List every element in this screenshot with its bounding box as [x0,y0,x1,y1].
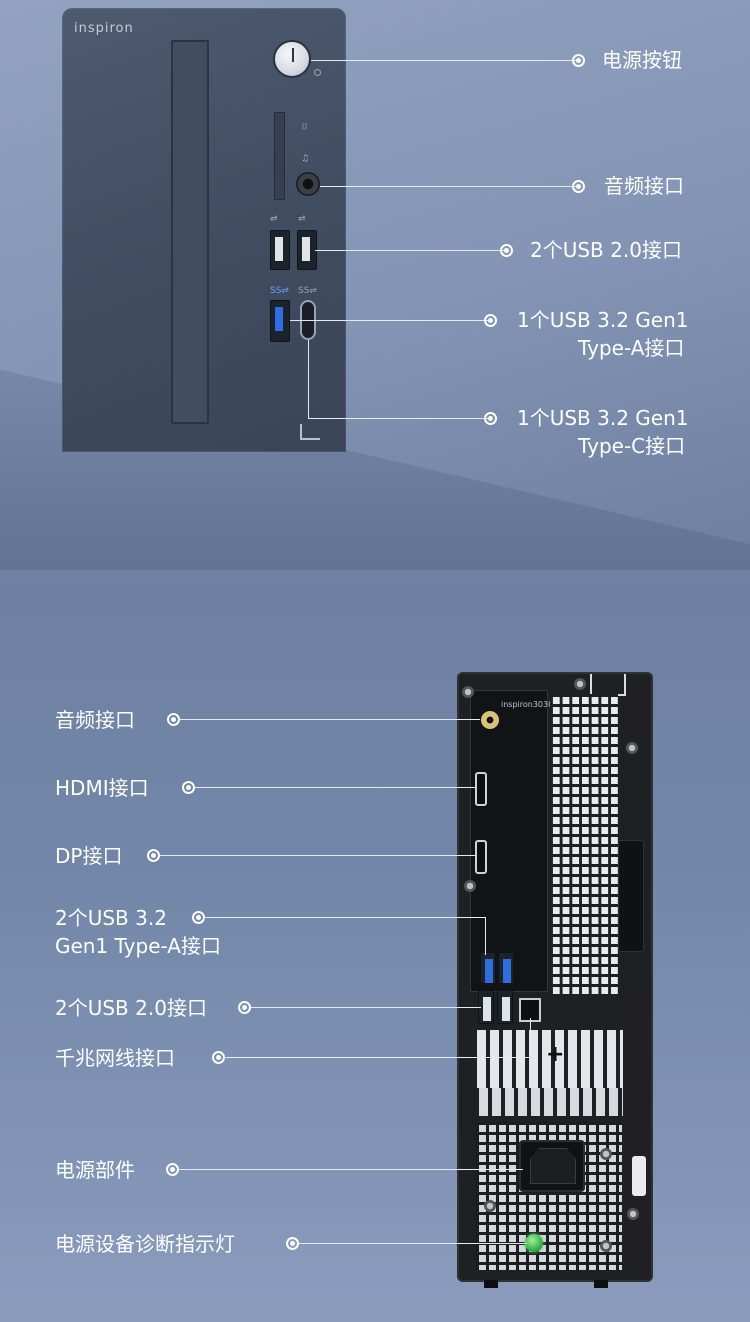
callout-dot-rear-usb20 [238,1001,251,1014]
label-hdmi: HDMI接口 [55,776,149,800]
front-foot-bracket [300,424,320,440]
rear-brand-text: inspiron3030 [501,700,554,709]
label-psu: 电源部件 [55,1158,135,1182]
screw-icon [600,1148,612,1160]
power-led-icon [314,69,321,76]
plus-icon: + [546,1042,565,1067]
label-front-usb32c-line1: 1个USB 3.2 Gen1 [517,406,689,430]
screw-icon [574,678,586,690]
label-front-usb32a-line1: 1个USB 3.2 Gen1 [517,308,689,332]
callout-vline-rear-usb32 [485,917,486,955]
screw-icon [600,1240,612,1252]
callout-dot-hdmi [182,781,195,794]
callout-dot-lan [212,1051,225,1064]
card-reader-slot [274,112,285,200]
rear-latch-handle [618,840,644,952]
ss-usb-icon: SS⇌ [270,286,289,296]
callout-dot-power [572,54,585,67]
rear-usb20-port-1 [478,990,494,1024]
callout-line-rear-usb32 [205,917,485,918]
screw-icon [462,686,474,698]
callout-dot-usb32c [484,412,497,425]
callout-dot-usb20 [500,244,513,257]
power-button-icon [273,40,311,78]
front-usb32-typea-port [270,300,290,342]
callout-vline-lan [530,1018,531,1058]
label-rear-audio: 音频接口 [55,708,135,732]
label-rear-usb32-line2: Gen1 Type-A接口 [55,934,221,958]
psu-socket-inner [530,1148,576,1184]
callout-line-dp [160,855,477,856]
usb-symbol-icon: ⇌ [298,214,306,224]
front-decorative-slot [171,40,209,424]
label-rear-usb20: 2个USB 2.0接口 [55,996,207,1020]
callout-line-rear-usb20 [251,1007,481,1008]
rear-audio-jack [481,711,499,729]
callout-dot-psu [166,1163,179,1176]
callout-dot-psu-led [286,1237,299,1250]
rear-usb32-port-2 [498,952,514,984]
screw-icon [626,742,638,754]
front-usb20-port-2 [297,230,317,270]
rear-foot-left [484,1280,498,1288]
label-front-usb20: 2个USB 2.0接口 [530,238,682,262]
label-rear-usb32-line1: 2个USB 3.2 [55,906,167,930]
callout-line-hdmi [195,787,477,788]
rear-usb20-port-2 [497,990,513,1024]
front-brand-text: inspiron [74,21,134,36]
psu-diagnostic-led [525,1234,543,1252]
rear-foot-right [594,1280,608,1288]
dp-port [475,840,487,874]
callout-line-psu-led [299,1243,527,1244]
side-clip [632,1156,646,1196]
rear-usb32-port-1 [480,952,496,984]
rear-top-notch [590,674,626,696]
label-front-audio: 音频接口 [604,174,684,198]
callout-line-rear-audio [180,719,480,720]
callout-line-usb32c [308,418,490,419]
callout-dot-rear-usb32 [192,911,205,924]
screw-icon [627,1208,639,1220]
label-dp: DP接口 [55,844,123,868]
rear-vent-grille [550,694,618,994]
expansion-slot-covers-lower [475,1088,623,1116]
label-psu-led: 电源设备诊断指示灯 [55,1232,235,1256]
screw-icon [464,880,476,892]
headset-icon: ♫ [301,154,310,164]
callout-line-usb32a [290,320,490,321]
front-usb20-port-1 [270,230,290,270]
drive-activity-icon: ⌷ [302,122,308,132]
psu-grille [476,1122,622,1270]
screw-icon [484,1200,496,1212]
ss-usb-icon: SS⇌ [298,286,317,296]
callout-dot-rear-audio [167,713,180,726]
front-audio-jack [296,172,320,196]
callout-line-power [311,60,579,61]
callout-line-usb20 [315,250,505,251]
callout-line-psu [179,1169,523,1170]
usb-symbol-icon: ⇌ [270,214,278,224]
callout-line-lan [225,1057,530,1058]
callout-dot-usb32a [484,314,497,327]
label-lan: 千兆网线接口 [55,1046,175,1070]
callout-line-audio [320,186,578,187]
hdmi-port [475,772,487,806]
callout-vline-usb32c [308,340,309,418]
label-power-button: 电源按钮 [602,48,682,72]
label-front-usb32a-line2: Type-A接口 [578,336,685,360]
label-front-usb32c-line2: Type-C接口 [578,434,686,458]
callout-dot-audio [572,180,585,193]
callout-dot-dp [147,849,160,862]
